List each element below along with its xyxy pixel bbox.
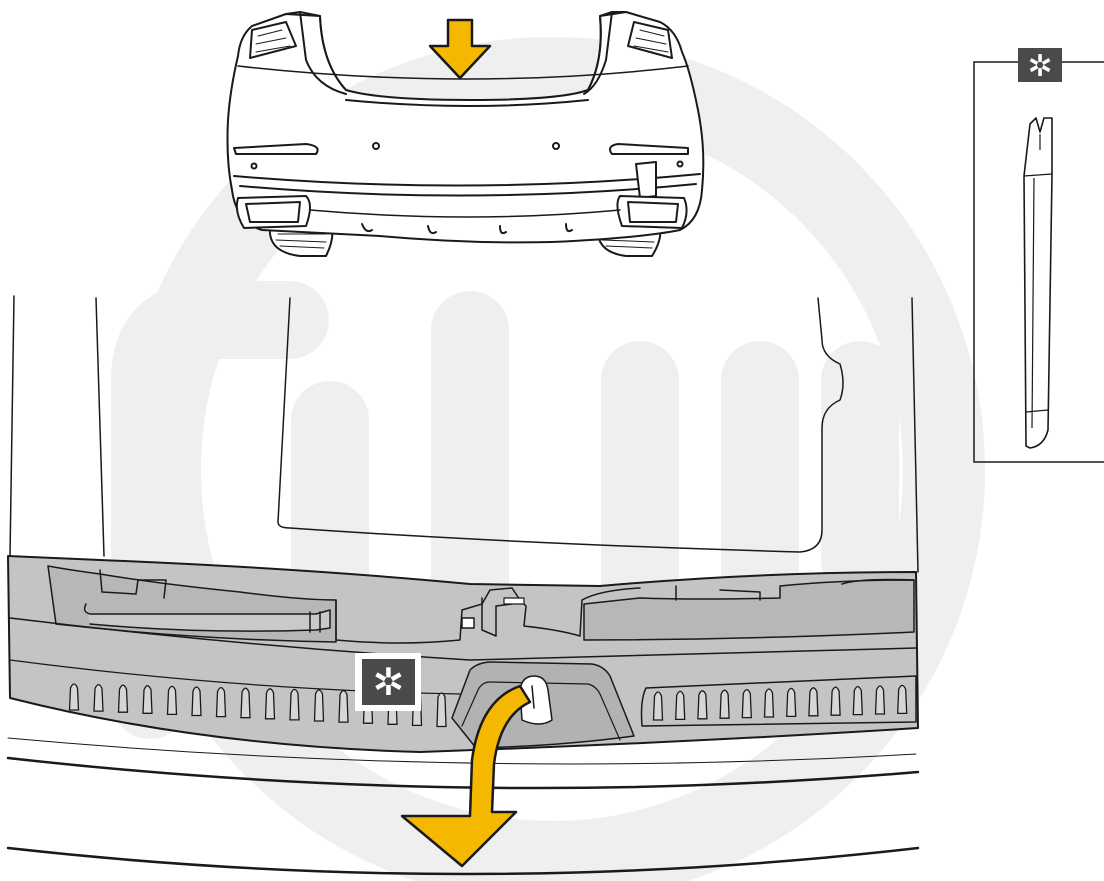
- panel-rib: [719, 689, 730, 719]
- asterisk-icon: ✲: [1027, 49, 1052, 84]
- tool-badge-on-panel: ✲: [355, 653, 421, 711]
- rib-recess-right: [640, 675, 917, 727]
- ribs-right: [652, 684, 908, 721]
- panel-rib: [808, 687, 819, 717]
- panel-rib: [338, 689, 349, 723]
- bumper-top-edge: [6, 737, 920, 876]
- panel-rib: [697, 690, 708, 720]
- panel-rib: [215, 686, 227, 718]
- tool-callout-box: ✲: [973, 48, 1104, 463]
- panel-rib: [68, 683, 80, 711]
- panel-rib: [93, 683, 104, 712]
- arrow-down-icon: [428, 18, 492, 80]
- curved-arrow-down-icon: [400, 684, 532, 868]
- panel-rib: [830, 686, 841, 716]
- panel-rib: [117, 684, 129, 713]
- panel-rib: [763, 688, 775, 718]
- panel-rib: [874, 685, 886, 715]
- panel-rib: [240, 687, 251, 719]
- asterisk-icon: ✲: [373, 660, 405, 704]
- panel-rib: [436, 692, 447, 728]
- panel-rib: [264, 688, 276, 720]
- car-rear-view: [226, 11, 705, 257]
- panel-rib: [289, 688, 300, 721]
- boot-interior: [9, 295, 919, 573]
- trim-removal-tool-icon: [1023, 117, 1053, 449]
- panel-rib: [852, 685, 863, 716]
- rear-trim-panel: [7, 555, 919, 753]
- panel-rib: [786, 687, 797, 718]
- panel-rib: [313, 689, 325, 722]
- panel-rib: [897, 684, 908, 715]
- panel-rib: [142, 685, 153, 714]
- panel-rib: [741, 688, 752, 719]
- panel-rib: [652, 691, 664, 721]
- panel-rib: [166, 685, 178, 716]
- panel-rib: [191, 686, 202, 717]
- panel-rib: [675, 690, 686, 721]
